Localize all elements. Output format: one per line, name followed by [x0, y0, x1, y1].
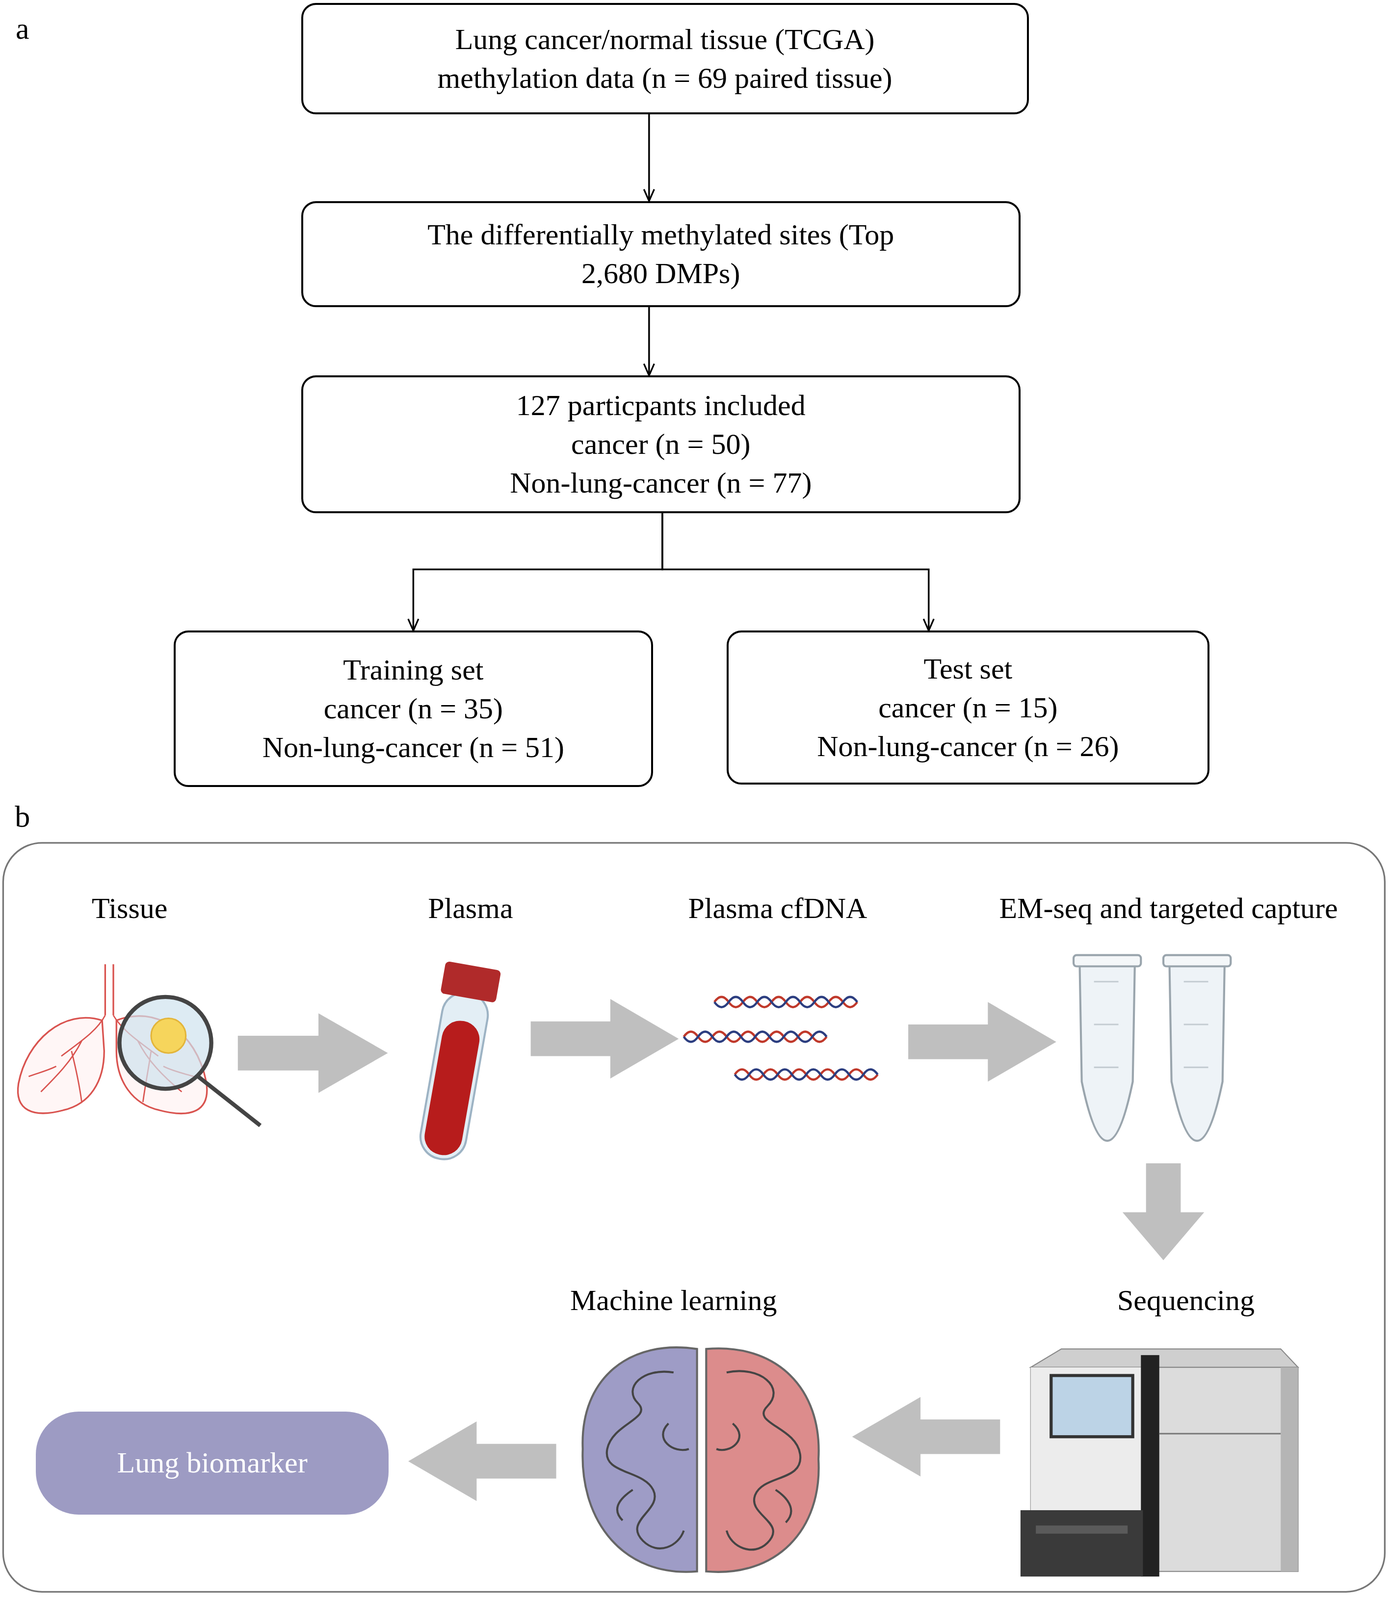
- trachea: [104, 964, 114, 1016]
- process-box: The differentially methylated sites (Top…: [301, 201, 1021, 308]
- blood-tube: [411, 961, 501, 1164]
- tube-cap: [1073, 955, 1141, 967]
- tube-cap: [1163, 955, 1231, 967]
- step-arrow: [908, 1001, 1057, 1082]
- step-arrow: [408, 1421, 557, 1501]
- blood-fill: [421, 1017, 483, 1158]
- dna-strand: [734, 1069, 878, 1080]
- node-text: Test set: [923, 649, 1013, 689]
- dna-strand: [714, 997, 858, 1008]
- node-text: cancer (n = 35): [323, 689, 503, 729]
- panel-letter: a: [15, 10, 30, 47]
- node-text: cancer (n = 50): [571, 424, 751, 464]
- connector-arrow: [662, 513, 929, 631]
- node-text: Non-lung-cancer (n = 26): [816, 727, 1119, 766]
- tube-body: [1079, 965, 1135, 1141]
- node-text: 127 particpants included: [516, 386, 806, 425]
- magnifier-lens: [119, 997, 211, 1089]
- tube-marks: [1094, 981, 1119, 1068]
- step-arrow: [530, 998, 680, 1079]
- step-label: Sequencing: [1117, 1282, 1255, 1318]
- step-label: EM-seq and targeted capture: [998, 890, 1338, 926]
- tube-body: [1169, 965, 1225, 1141]
- node-text: Lung cancer/normal tissue (TCGA) methyla…: [394, 20, 935, 98]
- dataset-box: Training setcancer (n = 35)Non-lung-canc…: [173, 630, 654, 787]
- sample-tubes: [1073, 955, 1231, 1142]
- tube-marks: [1183, 981, 1209, 1068]
- dna-strand: [683, 1031, 827, 1043]
- machine-band: [1140, 1355, 1159, 1577]
- node-text: Lung biomarker: [117, 1443, 308, 1483]
- step-label: Plasma cfDNA: [687, 890, 867, 926]
- step-arrow: [1122, 1163, 1205, 1261]
- machine-side: [1280, 1367, 1298, 1572]
- tube-cap: [440, 961, 501, 1003]
- step-arrow: [237, 1013, 389, 1093]
- dna-strands: [683, 997, 878, 1080]
- step-label: Plasma: [427, 890, 513, 926]
- brain-folds: [716, 1370, 801, 1550]
- lung-illustration: [17, 964, 261, 1126]
- panel-letter: b: [14, 798, 30, 835]
- brain-folds: [606, 1371, 689, 1549]
- node-text: cancer (n = 15): [878, 688, 1058, 728]
- magnifier-handle: [198, 1076, 261, 1126]
- node-text: Training set: [342, 650, 484, 690]
- brain-illustration: [582, 1347, 819, 1573]
- machine-screen: [1050, 1375, 1133, 1437]
- brain-right: [706, 1348, 819, 1573]
- connector-arrow: [413, 513, 663, 631]
- tumor-spot: [151, 1018, 186, 1054]
- output-pill: Lung biomarker: [35, 1411, 390, 1515]
- step-arrow: [852, 1396, 1001, 1477]
- step-label: Machine learning: [570, 1282, 778, 1318]
- dna-strand: [734, 1069, 878, 1080]
- node-text: The differentially methylated sites (Top…: [425, 215, 897, 293]
- connector-arrow: [648, 114, 651, 202]
- connector-arrow: [648, 307, 651, 376]
- dna-strand: [714, 997, 858, 1008]
- process-box: Lung cancer/normal tissue (TCGA) methyla…: [301, 2, 1029, 115]
- machine-base: [1020, 1510, 1144, 1577]
- machine-slot: [1035, 1525, 1128, 1534]
- node-text: Non-lung-cancer (n = 77): [509, 463, 812, 503]
- machine-top: [1030, 1348, 1299, 1367]
- cohort-box: 127 particpants includedcancer (n = 50)N…: [301, 375, 1021, 514]
- sequencer-illustration: [1020, 1348, 1299, 1577]
- dataset-box: Test setcancer (n = 15)Non-lung-cancer (…: [726, 630, 1210, 785]
- panel-frame: [2, 842, 1385, 1593]
- dna-strand: [683, 1031, 827, 1043]
- tube-body: [417, 989, 492, 1163]
- brain-left: [582, 1347, 697, 1573]
- node-text: Non-lung-cancer (n = 51): [262, 728, 565, 767]
- step-label: Tissue: [91, 890, 168, 926]
- machine-seam: [1159, 1432, 1281, 1435]
